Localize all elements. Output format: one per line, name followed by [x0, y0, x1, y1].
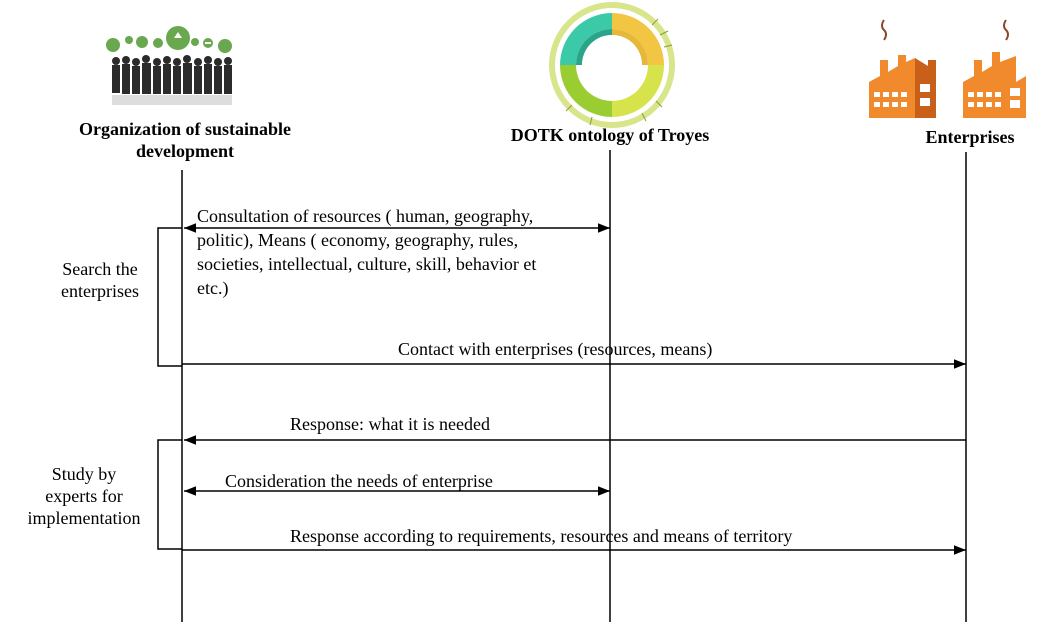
ontology-sunburst-icon [549, 2, 675, 128]
message-response-requirements: Response according to requirements, reso… [290, 526, 793, 546]
factory-icon [869, 19, 1026, 118]
actor-title-dotk: DOTK ontology of Troyes [510, 125, 710, 145]
phase-label-study: Study by experts for implementation [27, 464, 141, 528]
phase-bracket-search [157, 227, 182, 367]
message-consultation: Consultation of resources ( human, geogr… [197, 206, 537, 298]
phase-bracket-study [157, 439, 182, 550]
message-contact-enterprises: Contact with enterprises (resources, mea… [398, 339, 713, 359]
people-sustainability-icon [106, 26, 232, 105]
phase-label-search: Search the enterprises [61, 259, 139, 301]
actor-title-enterprises: Enterprises [925, 127, 1015, 147]
message-response-needed: Response: what it is needed [290, 414, 490, 434]
actor-title-organization: Organization of sustainable development [78, 119, 292, 161]
message-consideration-needs: Consideration the needs of enterprise [225, 471, 493, 491]
